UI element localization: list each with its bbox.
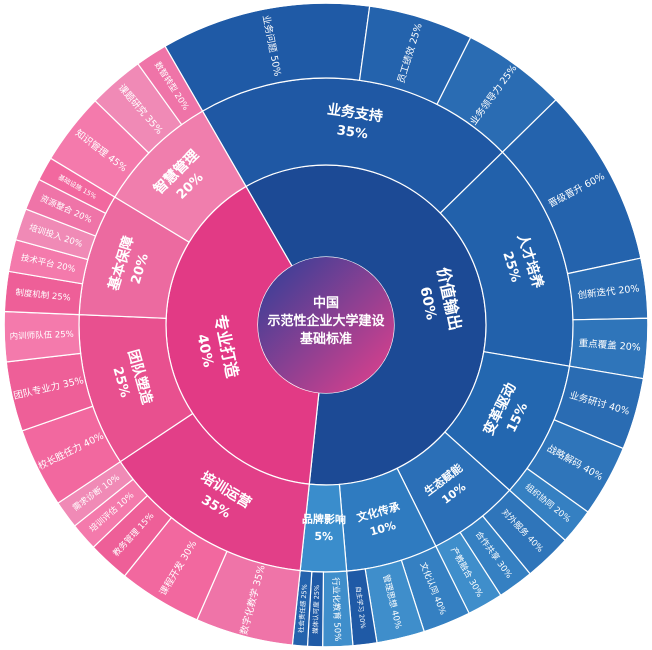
- ring3-label-0-5-0: 行业化教育 50%: [330, 577, 343, 641]
- ring3-label-0-5-1: 媒体认可度 25%: [310, 585, 321, 634]
- center-label-line-1: 中国: [313, 295, 339, 311]
- center-circle: [258, 257, 394, 393]
- ring2-label-0-5-value: 5%: [314, 530, 333, 543]
- center-hub: 中国 示范性企业大学建设 基础标准: [258, 257, 394, 393]
- ring2-label-0-0-value: 35%: [336, 123, 369, 142]
- center-label-line-3: 基础标准: [299, 331, 352, 347]
- outer-border: [3, 2, 649, 648]
- sunburst-rings: [3, 2, 649, 648]
- ring2-label-0-5-name: 品牌影响: [302, 512, 346, 526]
- ring3-label-1-1-2: 内训师队伍 25%: [9, 329, 73, 342]
- ring3-label-0-5-2: 社会责任感 25%: [296, 584, 309, 634]
- center-label-line-2: 示范性企业大学建设: [267, 313, 385, 329]
- ring1-label-1-value: 40%: [193, 333, 216, 369]
- ring3-label-0-1-2: 重点覆盖 20%: [578, 337, 641, 354]
- ring1-label-0-value: 60%: [416, 285, 439, 321]
- ring2-label-0-5: 品牌影响 5%: [302, 512, 346, 543]
